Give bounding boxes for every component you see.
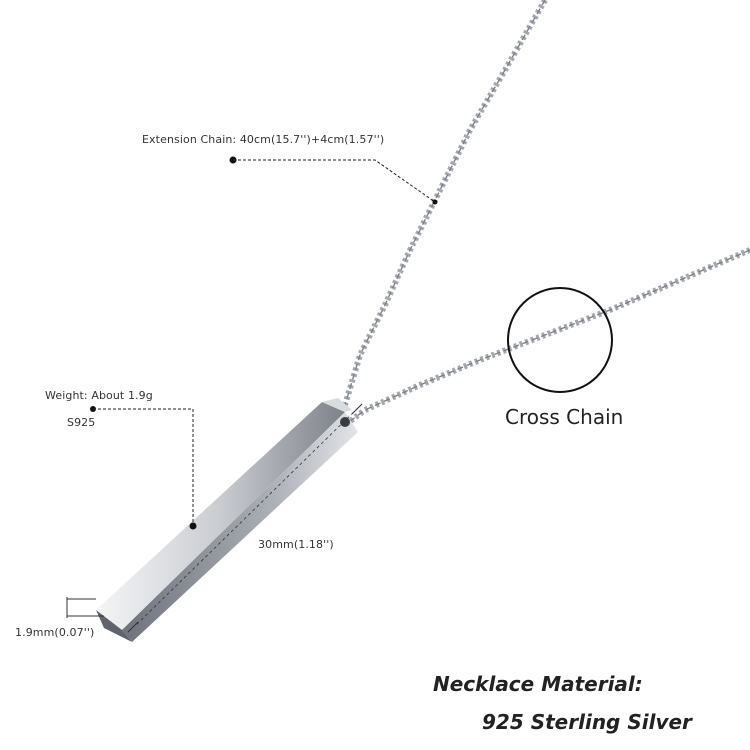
width-dimension: [66, 597, 104, 618]
magnifier-circle-icon: [507, 287, 613, 393]
extension-chain-label: Extension Chain: 40cm(15.7'')+4cm(1.57''…: [142, 133, 385, 146]
chain-strand-upper: [342, 0, 548, 406]
chain-strand-lower: [343, 247, 750, 428]
material-heading: Necklace Material:: [433, 672, 643, 696]
material-value: 925 Sterling Silver: [482, 710, 692, 734]
extension-chain-leader: [229, 156, 438, 205]
cross-chain-label: Cross Chain: [505, 405, 624, 429]
bar-pendant: [96, 398, 358, 642]
material-code-label: S925: [67, 416, 96, 429]
weight-label: Weight: About 1.9g: [45, 389, 153, 402]
weight-leader: [90, 406, 197, 530]
length-label: 30mm(1.18''): [258, 538, 334, 551]
width-label: 1.9mm(0.07''): [15, 626, 95, 639]
length-dimension: [127, 403, 363, 633]
